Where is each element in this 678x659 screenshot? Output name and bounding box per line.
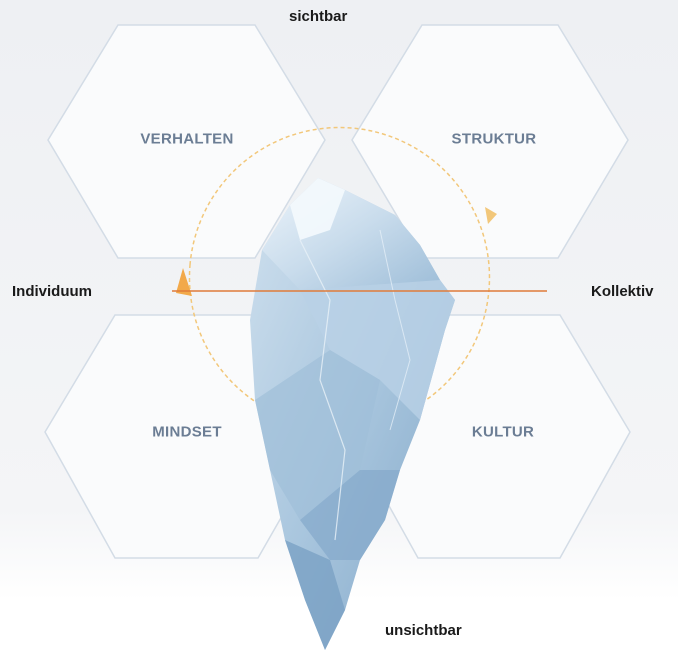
quadrant-label-mindset: MINDSET <box>152 424 222 441</box>
label-top: sichtbar <box>289 8 347 25</box>
label-right: Kollektiv <box>591 283 654 300</box>
label-bottom: unsichtbar <box>385 622 462 639</box>
quadrant-label-struktur: STRUKTUR <box>452 131 537 148</box>
quadrant-label-kultur: KULTUR <box>472 424 534 441</box>
label-left: Individuum <box>12 283 92 300</box>
quadrant-label-verhalten: VERHALTEN <box>140 131 233 148</box>
